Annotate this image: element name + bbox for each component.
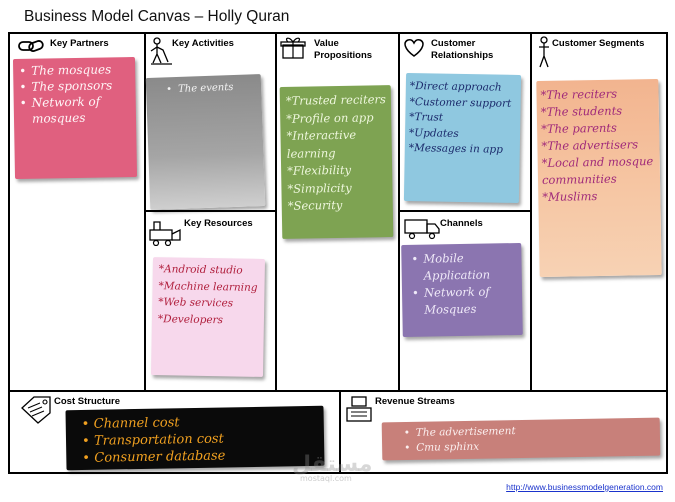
list-item: The mosques bbox=[17, 61, 129, 79]
list-item: The students bbox=[541, 102, 655, 121]
key-resources-title: Key Resources bbox=[184, 218, 253, 229]
key-partners-note: The mosques The sponsors Network of mosq… bbox=[12, 56, 138, 180]
chain-link-icon bbox=[18, 38, 46, 59]
revenue-streams-note: The advertisement Cmu sphinx bbox=[381, 417, 661, 461]
customer-segments-note: The reciters The students The parents Th… bbox=[536, 78, 662, 278]
delivery-truck-icon bbox=[403, 216, 441, 245]
list-item: Cmu sphinx bbox=[402, 437, 656, 456]
list-item: Trusted reciters bbox=[286, 91, 387, 110]
list-item: Interactive learning bbox=[286, 126, 388, 163]
list-item: Android studio bbox=[159, 261, 263, 279]
factory-resources-icon bbox=[148, 216, 184, 251]
list-item: Muslims bbox=[542, 187, 656, 206]
key-partners-title: Key Partners bbox=[50, 38, 109, 49]
value-propositions-title: Value Propositions bbox=[314, 38, 373, 61]
list-item: Simplicity bbox=[287, 179, 388, 198]
grid-line bbox=[666, 32, 668, 474]
list-item: Developers bbox=[158, 311, 262, 329]
list-item: Consumer database bbox=[80, 446, 320, 467]
cost-structure-title: Cost Structure bbox=[54, 396, 120, 407]
list-item: The reciters bbox=[540, 85, 654, 104]
list-item: The parents bbox=[541, 119, 655, 138]
watermark-latin: mostaql.com bbox=[300, 474, 352, 483]
customer-segments-title: Customer Segments bbox=[552, 38, 645, 49]
watermark-arabic: مستقل bbox=[292, 452, 373, 477]
grid-line bbox=[339, 390, 341, 474]
cash-register-icon bbox=[344, 394, 374, 429]
value-propositions-note: Trusted reciters Profile on app Interact… bbox=[279, 85, 394, 239]
business-model-canvas: Key Partners Key Activities Value Propos… bbox=[8, 32, 668, 474]
channels-note: Mobile Application Network of Mosques bbox=[401, 242, 523, 338]
page-title: Business Model Canvas – Holly Quran bbox=[24, 8, 290, 25]
people-icon bbox=[535, 36, 553, 75]
price-tag-icon bbox=[18, 394, 54, 429]
channels-title: Channels bbox=[440, 218, 483, 229]
list-item: Network of Mosques bbox=[410, 283, 519, 319]
grid-line bbox=[8, 32, 10, 474]
grid-line bbox=[530, 32, 532, 390]
key-resources-note: Android studio Machine learning Web serv… bbox=[150, 257, 266, 377]
grid-line bbox=[144, 210, 276, 212]
list-item: Web services bbox=[158, 294, 262, 312]
list-item: Machine learning bbox=[158, 278, 262, 296]
heart-icon bbox=[402, 38, 426, 63]
list-item: The events bbox=[164, 80, 255, 97]
cost-structure-note: Channel cost Transportation cost Consume… bbox=[65, 405, 325, 471]
revenue-streams-title: Revenue Streams bbox=[375, 396, 455, 407]
grid-line bbox=[8, 390, 668, 392]
grid-line bbox=[8, 472, 668, 474]
grid-line bbox=[275, 32, 277, 390]
list-item: Profile on app bbox=[286, 109, 387, 128]
key-activities-title: Key Activities bbox=[172, 38, 234, 49]
list-item: Local and mosque communities bbox=[542, 153, 657, 189]
worker-activity-icon bbox=[148, 36, 174, 71]
list-item: The sponsors bbox=[17, 77, 129, 95]
list-item: Security bbox=[288, 196, 389, 215]
list-item: The advertisers bbox=[541, 136, 655, 155]
list-item: Mobile Application bbox=[409, 249, 518, 285]
customer-relationships-note: Direct approach Customer support Trust U… bbox=[403, 73, 522, 203]
grid-line bbox=[8, 32, 668, 34]
footer-link[interactable]: http://www.businessmodelgeneration.com bbox=[506, 482, 663, 492]
list-item: Network of mosques bbox=[18, 93, 131, 127]
customer-relationships-title: Customer Relationships bbox=[431, 38, 494, 61]
list-item: Flexibility bbox=[287, 161, 388, 180]
list-item: Updates bbox=[409, 126, 518, 143]
grid-line bbox=[398, 210, 531, 212]
key-activities-note: The events bbox=[145, 74, 266, 210]
list-item: Messages in app bbox=[409, 141, 518, 158]
gift-icon bbox=[280, 36, 308, 65]
